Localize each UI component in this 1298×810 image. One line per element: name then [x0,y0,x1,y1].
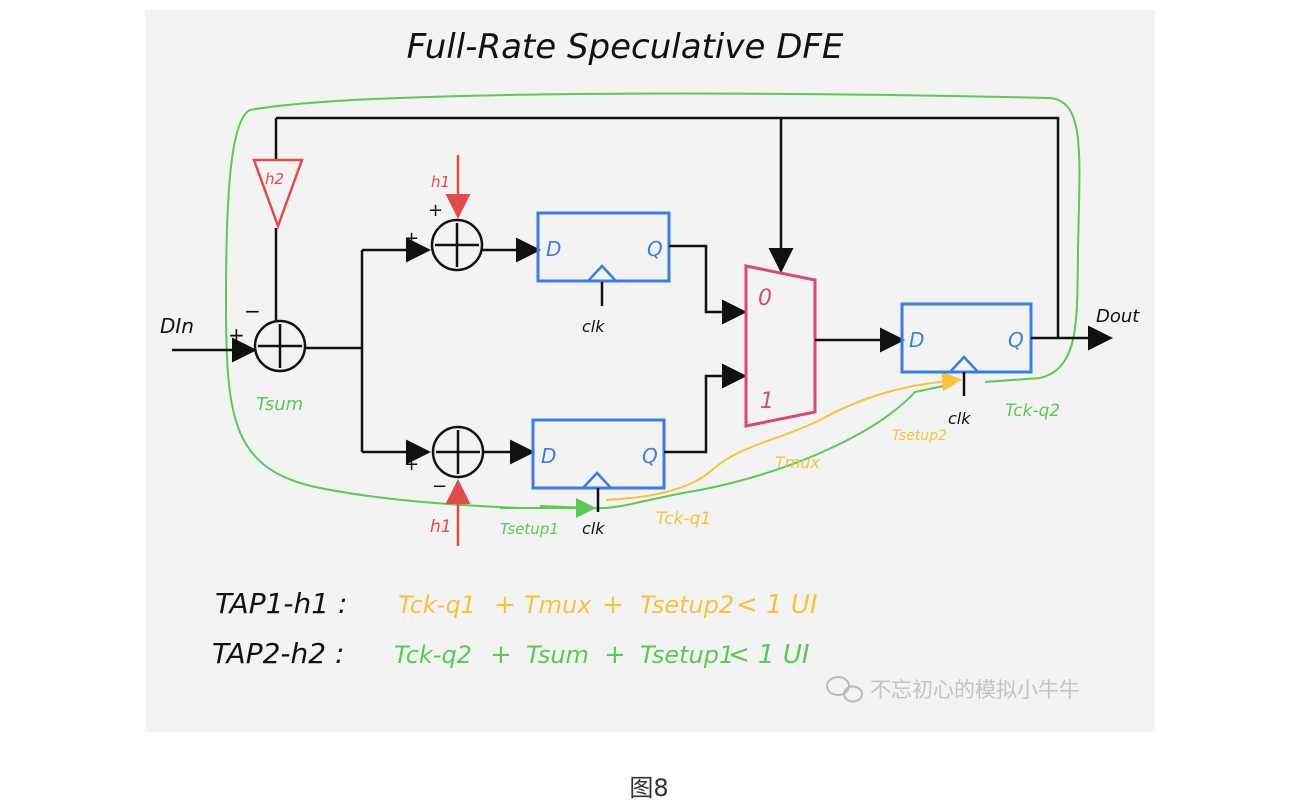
upper-summer-plus-top: + [428,200,443,221]
split-wire [305,250,364,452]
tsetup2-label: Tsetup2 [892,428,947,444]
output-ff-d-label: D [909,328,924,352]
tap2-equation-name: TAP2-h2 : [212,637,344,670]
output-clk-label: clk [948,409,971,428]
tmux-label: Tmux [775,453,821,472]
tap2-term-plus1: + [490,640,512,670]
summer1-minus-sign: − [244,299,261,323]
lower-ff-d-label: D [541,444,556,468]
lower-ff-clock-triangle [582,471,612,489]
upper-summer-plus-left: + [404,228,419,249]
tap1-term-ui: < 1 UI [736,590,818,620]
tap1-term-plus2: + [602,590,624,620]
upper-summer-cross [435,223,479,267]
din-label: DIn [160,314,194,338]
tap2-term-plus2: + [604,640,626,670]
h1-top-label: h1 [431,173,450,191]
output-ff-clock-triangle [949,355,979,373]
tsum-label: Tsum [256,394,303,415]
figure-caption: 图8 [629,774,669,802]
tap1-term-tmux: Tmux [524,591,592,619]
upper-ff-to-mux-wire [669,244,747,325]
output-ff-q-label: Q [1008,328,1024,352]
tap2-term-tsetup1: Tsetup1 [640,641,734,669]
upper-ff-d-label: D [546,237,561,261]
mux [744,264,817,428]
mux-input-0: 0 [758,286,772,311]
input-summer [253,319,307,373]
tck-q1-label: Tck-q1 [656,509,711,529]
watermark-text: 不忘初心的模拟小牛牛 [870,678,1080,702]
lower-summer-minus: − [432,476,447,497]
lower-ff-q-label: Q [642,444,658,468]
diagram-title: Full-Rate Speculative DFE [407,27,844,67]
tsetup1-label: Tsetup1 [500,520,559,538]
tap1-timing-path [605,371,962,501]
tap2-timing-loop [224,92,1081,510]
tap2-term-ui: < 1 UI [728,640,810,670]
feedback-wire-top [276,116,1060,338]
h2-tap-amplifier [252,158,304,230]
wechat-icon [826,676,863,703]
upper-ff-clock-triangle [587,264,617,282]
tap2-term-tsum: Tsum [526,641,589,669]
tck-q2-label: Tck-q2 [1005,401,1060,421]
input-summer-cross [258,324,302,368]
mux-input-1: 1 [760,389,774,414]
lower-summer-cross [436,430,480,474]
tap1-term-tsetup2: Tsetup2 [640,591,734,619]
lower-clk-label: clk [582,519,605,538]
upper-summer [430,218,484,272]
lower-summer-plus: + [404,454,419,475]
upper-ff-q-label: Q [647,237,663,261]
h1-bottom-label: h1 [430,517,452,537]
tap2-term-tckq2: Tck-q2 [394,641,472,669]
lower-ff-to-mux-wire [664,363,747,454]
upper-clk-label: clk [582,317,605,336]
tap1-equation-name: TAP1-h1 : [215,587,347,620]
h2-label: h2 [265,170,284,188]
summer1-plus-sign: + [228,323,245,347]
dout-label: Dout [1096,306,1140,327]
tap1-term-plus1: + [494,590,516,620]
tap1-term-tckq1: Tck-q1 [398,591,476,619]
